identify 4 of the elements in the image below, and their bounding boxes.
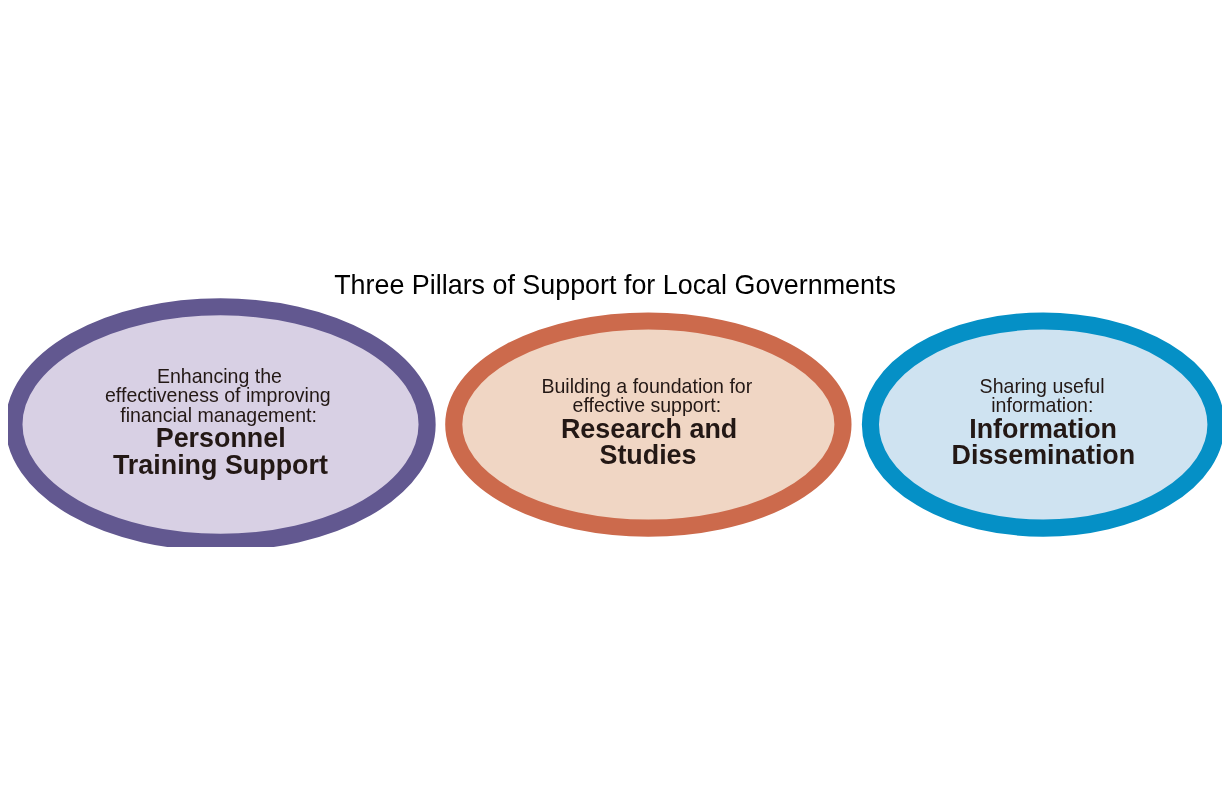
node-ellipse: Enhancing the effectiveness of improving financial management: Personnel Training Support xyxy=(8,297,436,547)
node-ellipse: Sharing useful information: Information Dissemination xyxy=(861,311,1222,537)
node-ellipse: Building a foundation for effective support: Research and Studies xyxy=(445,311,852,537)
diagram-title: Three Pillars of Support for Local Governments xyxy=(334,269,896,300)
